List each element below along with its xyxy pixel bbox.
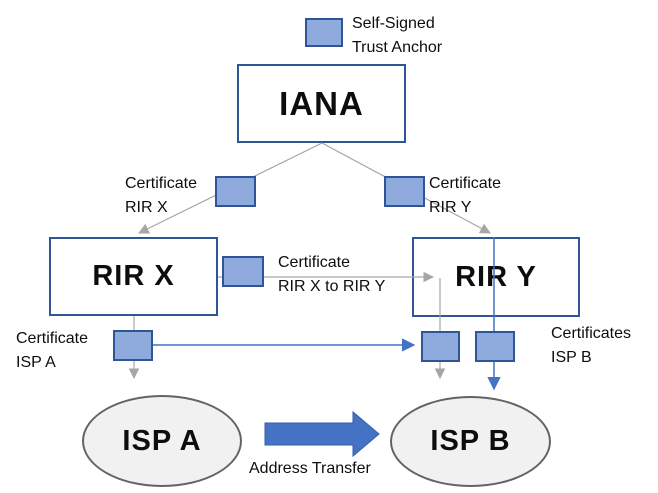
certificate-xy-line1: Certificate (278, 254, 351, 271)
address-transfer-label: Address Transfer (249, 460, 371, 477)
certificates-isp-b-label: Certificates ISP B (551, 322, 631, 370)
certificate-rir-y-line2: RIR Y (429, 199, 472, 216)
certificate-rir-x-icon (215, 176, 256, 207)
iana-label: IANA (279, 84, 364, 122)
certificates-isp-b-line2: ISP B (551, 349, 592, 366)
isp-b-node: ISP B (390, 396, 551, 487)
certificate-rir-y-icon (384, 176, 425, 207)
isp-b-label: ISP B (430, 425, 511, 457)
certificate-xy-line2: RIR X to RIR Y (278, 278, 386, 295)
rir-x-label: RIR X (92, 260, 175, 292)
trust-anchor-icon (305, 18, 343, 47)
certificate-isp-a-icon (113, 330, 153, 361)
isp-a-label: ISP A (122, 424, 202, 457)
certificate-rir-x-line1: Certificate (125, 175, 198, 192)
rir-x-node: RIR X (49, 237, 218, 316)
certificate-rir-x-label: Certificate RIR X (125, 172, 197, 220)
isp-a-node: ISP A (82, 395, 242, 487)
certificate-isp-a-line2: ISP A (16, 354, 56, 371)
iana-node: IANA (237, 64, 406, 143)
certificate-rir-y-label: Certificate RIR Y (429, 172, 501, 220)
certificate-rir-x-line2: RIR X (125, 199, 168, 216)
trust-anchor-legend-label: Self-Signed Trust Anchor (352, 12, 442, 60)
certificate-isp-a-label: Certificate ISP A (16, 327, 88, 375)
rir-y-label: RIR Y (455, 260, 537, 293)
certificates-isp-b-line1: Certificates (551, 325, 632, 342)
trust-anchor-legend-line1: Self-Signed (352, 15, 435, 32)
certificate-rir-x-to-rir-y-icon (222, 256, 264, 287)
certificate-rir-x-to-rir-y-label: Certificate RIR X to RIR Y (278, 251, 385, 299)
certificate-isp-a-line1: Certificate (16, 330, 89, 347)
certificate-rir-y-line1: Certificate (429, 175, 502, 192)
certificate-isp-b-left-icon (421, 331, 460, 362)
address-transfer-arrow (264, 410, 380, 458)
trust-anchor-legend-line2: Trust Anchor (352, 39, 443, 56)
certificate-isp-b-right-icon (475, 331, 515, 362)
